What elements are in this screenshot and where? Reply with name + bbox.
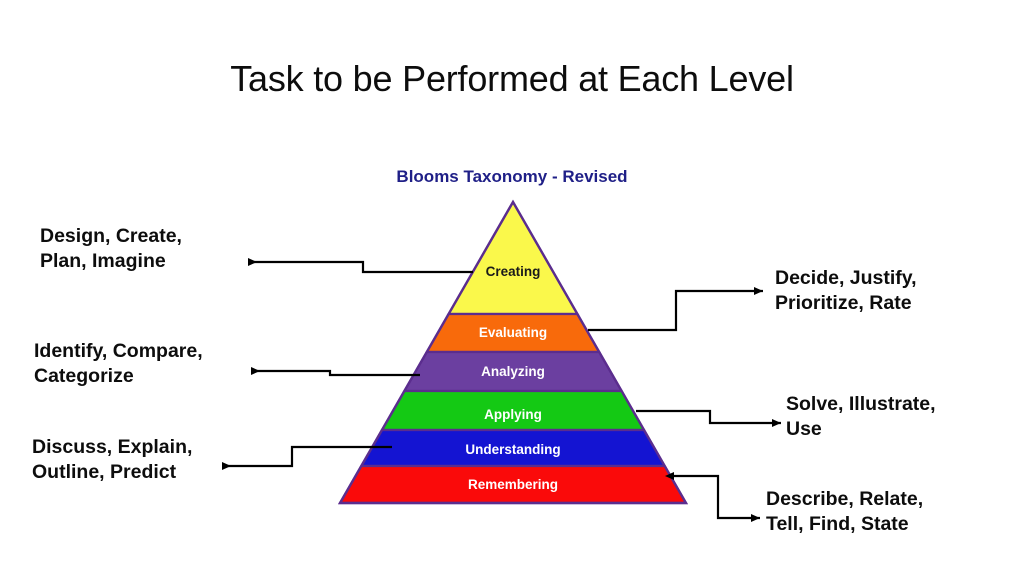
- pyramid-band-creating-label: Creating: [486, 264, 541, 279]
- diagram-heading: Blooms Taxonomy - Revised: [396, 167, 628, 186]
- connector-remembering: [665, 472, 760, 522]
- pyramid-band-analyzing-label: Analyzing: [481, 364, 545, 379]
- connector-understanding: [222, 445, 392, 470]
- annotation-understanding: Discuss, Explain, Outline, Predict: [32, 436, 193, 484]
- pyramid-band-creating[interactable]: [446, 199, 580, 316]
- pyramid-band-evaluating-label: Evaluating: [479, 325, 547, 340]
- connector-analyzing: [251, 367, 420, 377]
- pyramid-band-applying-label: Applying: [484, 407, 542, 422]
- page-title: Task to be Performed at Each Level: [230, 58, 794, 99]
- connector-evaluating: [588, 287, 763, 332]
- annotation-evaluating: Decide, Justify, Prioritize, Rate: [775, 267, 917, 315]
- annotation-remembering: Describe, Relate, Tell, Find, State: [766, 488, 924, 536]
- annotation-creating: Design, Create, Plan, Imagine: [40, 225, 182, 273]
- connector-applying: [636, 409, 781, 427]
- connector-creating: [248, 258, 473, 274]
- annotation-applying: Solve, Illustrate, Use: [786, 393, 936, 441]
- pyramid-outline: [337, 199, 689, 505]
- pyramid-band-understanding-label: Understanding: [465, 442, 560, 457]
- annotation-analyzing: Identify, Compare, Categorize: [34, 340, 203, 388]
- pyramid-band-remembering-label: Remembering: [468, 477, 558, 492]
